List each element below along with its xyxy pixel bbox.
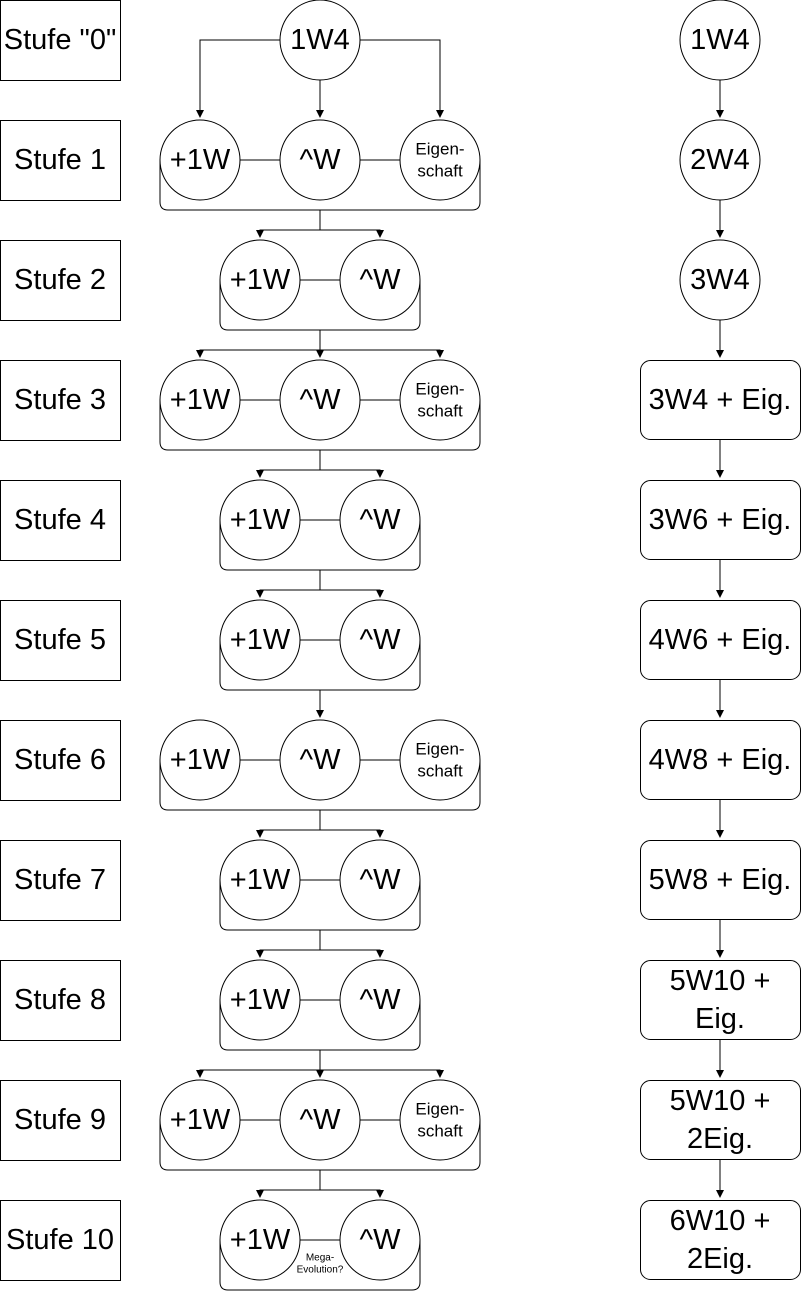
connector-layer [159, 39, 724, 1291]
connector-line [259, 949, 381, 957]
option-circle [219, 839, 301, 921]
option-label: ^W [360, 264, 402, 296]
progression-label: 4W6 + Eig. [649, 624, 792, 656]
progression-circle [679, 119, 761, 201]
option-circle [339, 959, 421, 1041]
option-circle [279, 719, 361, 801]
stage-label: Stufe 1 [14, 144, 106, 176]
option-circle [159, 1079, 241, 1161]
progression-label: 5W10 +Eig. [670, 965, 771, 1035]
option-note: Mega-Evolution? [297, 1253, 344, 1276]
progression-label: 4W8 + Eig. [649, 744, 792, 776]
option-circle [279, 1079, 361, 1161]
stage-label: Stufe 8 [14, 984, 106, 1016]
option-label: ^W [300, 744, 342, 776]
option-circle [159, 359, 241, 441]
progression-circle [679, 0, 761, 81]
stage-label-box [0, 360, 121, 441]
stage-label: Stufe 7 [14, 864, 106, 896]
option-circle [399, 359, 481, 441]
option-label: ^W [360, 864, 402, 896]
option-label: ^W [360, 1224, 402, 1256]
option-circle [279, 119, 361, 201]
connector-line [259, 829, 381, 837]
stage-label: Stufe "0" [4, 24, 117, 56]
progression-label: 6W10 +2Eig. [670, 1205, 771, 1275]
connector-line [259, 589, 381, 597]
option-circle [339, 839, 421, 921]
option-circle [339, 479, 421, 561]
connector-arrow [196, 39, 280, 118]
stage-label: Stufe 6 [14, 744, 106, 776]
root-circle [279, 0, 361, 81]
connector-line [259, 1189, 381, 1197]
stage-label: Stufe 9 [14, 1104, 106, 1136]
option-circle [279, 359, 361, 441]
stage-label-box [0, 600, 121, 681]
progression-label: 2W4 [690, 144, 750, 176]
progression-label: 1W4 [690, 24, 750, 56]
option-label: ^W [360, 624, 402, 656]
option-label: ^W [300, 144, 342, 176]
option-label: +1W [170, 1104, 231, 1136]
stage-label-box [0, 240, 121, 321]
option-label: ^W [360, 984, 402, 1016]
root-label: 1W4 [290, 24, 350, 56]
stage-label-box [0, 1200, 121, 1281]
connector-arrow [360, 39, 444, 118]
stage-label-box [0, 720, 121, 801]
stage-label-box [0, 0, 121, 81]
option-circle [159, 719, 241, 801]
option-label: Eigen-schaft [415, 140, 464, 181]
option-label: ^W [300, 384, 342, 416]
option-label: +1W [170, 144, 231, 176]
progression-label: 3W4 [690, 264, 750, 296]
option-circle [219, 479, 301, 561]
stage-label: Stufe 3 [14, 384, 106, 416]
option-label: +1W [230, 264, 291, 296]
option-label: +1W [230, 1224, 291, 1256]
option-circle [399, 719, 481, 801]
progression-label: 5W10 +2Eig. [670, 1085, 771, 1155]
option-circle [219, 239, 301, 321]
connector-line [259, 229, 381, 237]
option-label: ^W [360, 504, 402, 536]
option-label: +1W [230, 864, 291, 896]
progression-circle [679, 239, 761, 321]
stage-label-box [0, 1080, 121, 1161]
option-label: +1W [170, 384, 231, 416]
stage-label-box [0, 840, 121, 921]
option-label: Eigen-schaft [415, 1100, 464, 1141]
stage-label-box [0, 960, 121, 1041]
option-circle [219, 599, 301, 681]
option-label: +1W [230, 984, 291, 1016]
option-circle [219, 1199, 301, 1281]
option-group-bracket [219, 1240, 421, 1291]
progression-label: 3W4 + Eig. [649, 384, 792, 416]
stage-label: Stufe 2 [14, 264, 106, 296]
option-label: +1W [230, 504, 291, 536]
option-circle [399, 1079, 481, 1161]
option-circle [339, 599, 421, 681]
stage-label: Stufe 5 [14, 624, 106, 656]
option-circle [159, 119, 241, 201]
option-circle [339, 1199, 421, 1281]
connector-line [259, 469, 381, 477]
stage-label: Stufe 10 [6, 1224, 114, 1256]
option-label: Eigen-schaft [415, 380, 464, 421]
stage-label-box [0, 480, 121, 561]
option-circle [339, 239, 421, 321]
option-circle [219, 959, 301, 1041]
progression-label: 3W6 + Eig. [649, 504, 792, 536]
option-label: ^W [300, 1104, 342, 1136]
stage-label-box [0, 120, 121, 201]
option-label: +1W [170, 744, 231, 776]
stage-label: Stufe 4 [14, 504, 106, 536]
progression-label: 5W8 + Eig. [649, 864, 792, 896]
option-circle [399, 119, 481, 201]
option-label: Eigen-schaft [415, 740, 464, 781]
option-label: +1W [230, 624, 291, 656]
